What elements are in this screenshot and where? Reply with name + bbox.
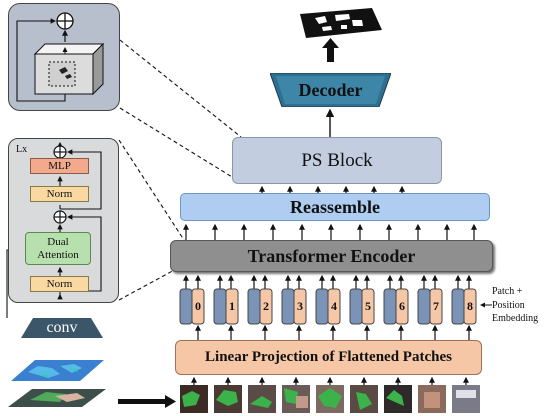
token-index: 8: [467, 299, 473, 313]
transformer-encoder-block: Transformer Encoder: [170, 240, 493, 272]
norm-block-top: Norm: [30, 186, 89, 202]
decoder-shape: [270, 73, 391, 107]
reassemble-block: Reassemble: [180, 193, 490, 221]
embedding-label-line3: Embedding: [492, 313, 539, 324]
arrows-reassemble-to-ps: [259, 185, 405, 193]
encoder-layer-connectors: [53, 141, 102, 300]
token-index: 6: [399, 299, 405, 313]
ps-inset-drawing: [16, 12, 105, 102]
mlp-block: MLP: [30, 158, 89, 174]
input-to-patches-arrow: [118, 395, 176, 408]
arrows-transformer-to-reassemble: [183, 223, 477, 240]
feature-map-image: [11, 360, 104, 381]
conv-label: conv: [46, 319, 78, 336]
arrows-projection-to-tokens: [195, 324, 472, 340]
token-index: 5: [365, 299, 371, 313]
token-index: 2: [263, 299, 269, 313]
token-index: 4: [331, 299, 337, 313]
decoder-label: Decoder: [298, 79, 363, 100]
decoder-block: Decoder: [270, 73, 391, 107]
layer-repeat-label: Lx: [16, 144, 28, 155]
conv-block: [21, 318, 103, 338]
output-mask-image: [300, 8, 382, 38]
token-index: 7: [433, 299, 439, 313]
embedding-tokens: [179, 288, 477, 325]
decoder-output-arrow: [322, 38, 339, 62]
embedding-label-line1: Patch +: [492, 286, 523, 297]
arrows-patches-to-projection: [191, 376, 469, 385]
arrows-tokens-to-transformer: [183, 274, 472, 289]
dual-attention-block: Dual Attention: [25, 232, 91, 265]
embedding-label-line2: Position: [492, 299, 525, 311]
linear-projection-block: Linear Projection of Flattened Patches: [175, 340, 482, 375]
ps-block-inset: [8, 3, 120, 111]
token-index: 0: [195, 299, 201, 313]
patch-position-embedding-label: Patch + Position Embedding: [492, 285, 538, 326]
image-patches: [180, 385, 480, 413]
token-index: 1: [229, 299, 235, 313]
dual-attention-label-line2: Attention: [37, 248, 79, 261]
norm-block-bottom: Norm: [30, 276, 89, 292]
dual-attention-label-line1: Dual: [47, 236, 69, 249]
zoom-dashed-lines: [118, 39, 242, 301]
ps-block: PS Block: [232, 137, 442, 184]
token-index: 3: [297, 299, 303, 313]
input-image: [8, 389, 106, 407]
